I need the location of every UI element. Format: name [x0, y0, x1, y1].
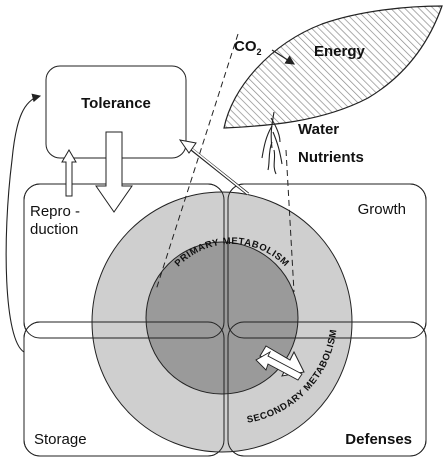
reproduction-up-arrow-icon — [61, 149, 77, 197]
growth-outline — [227, 183, 427, 339]
co2-arrow — [271, 49, 296, 65]
nutrients-label: Nutrients — [298, 149, 364, 166]
growth-label: Growth — [358, 201, 406, 218]
reproduction-outline — [23, 183, 225, 339]
defenses-label: Defenses — [345, 431, 412, 448]
storage-outline — [23, 321, 225, 457]
reproduction-label-line2: duction — [30, 221, 78, 238]
dashed-guide-left — [155, 33, 239, 291]
defenses-outline — [227, 321, 427, 457]
co2-label: CO2 — [234, 38, 262, 57]
storage-label: Storage — [34, 431, 87, 448]
energy-label: Energy — [314, 43, 366, 60]
loop-arrow-icon — [5, 93, 42, 353]
water-label: Water — [298, 121, 339, 138]
secondary-to-primary-arrow-icon — [255, 350, 303, 381]
tolerance-label: Tolerance — [81, 95, 151, 112]
reproduction-label-line1: Repro - — [30, 203, 80, 220]
primary-metabolism-circle — [145, 241, 299, 395]
tolerance-down-arrow-icon — [95, 131, 133, 213]
roots-icon — [261, 111, 283, 175]
dashed-guide-right — [285, 149, 295, 293]
leaf-shape — [223, 5, 443, 129]
